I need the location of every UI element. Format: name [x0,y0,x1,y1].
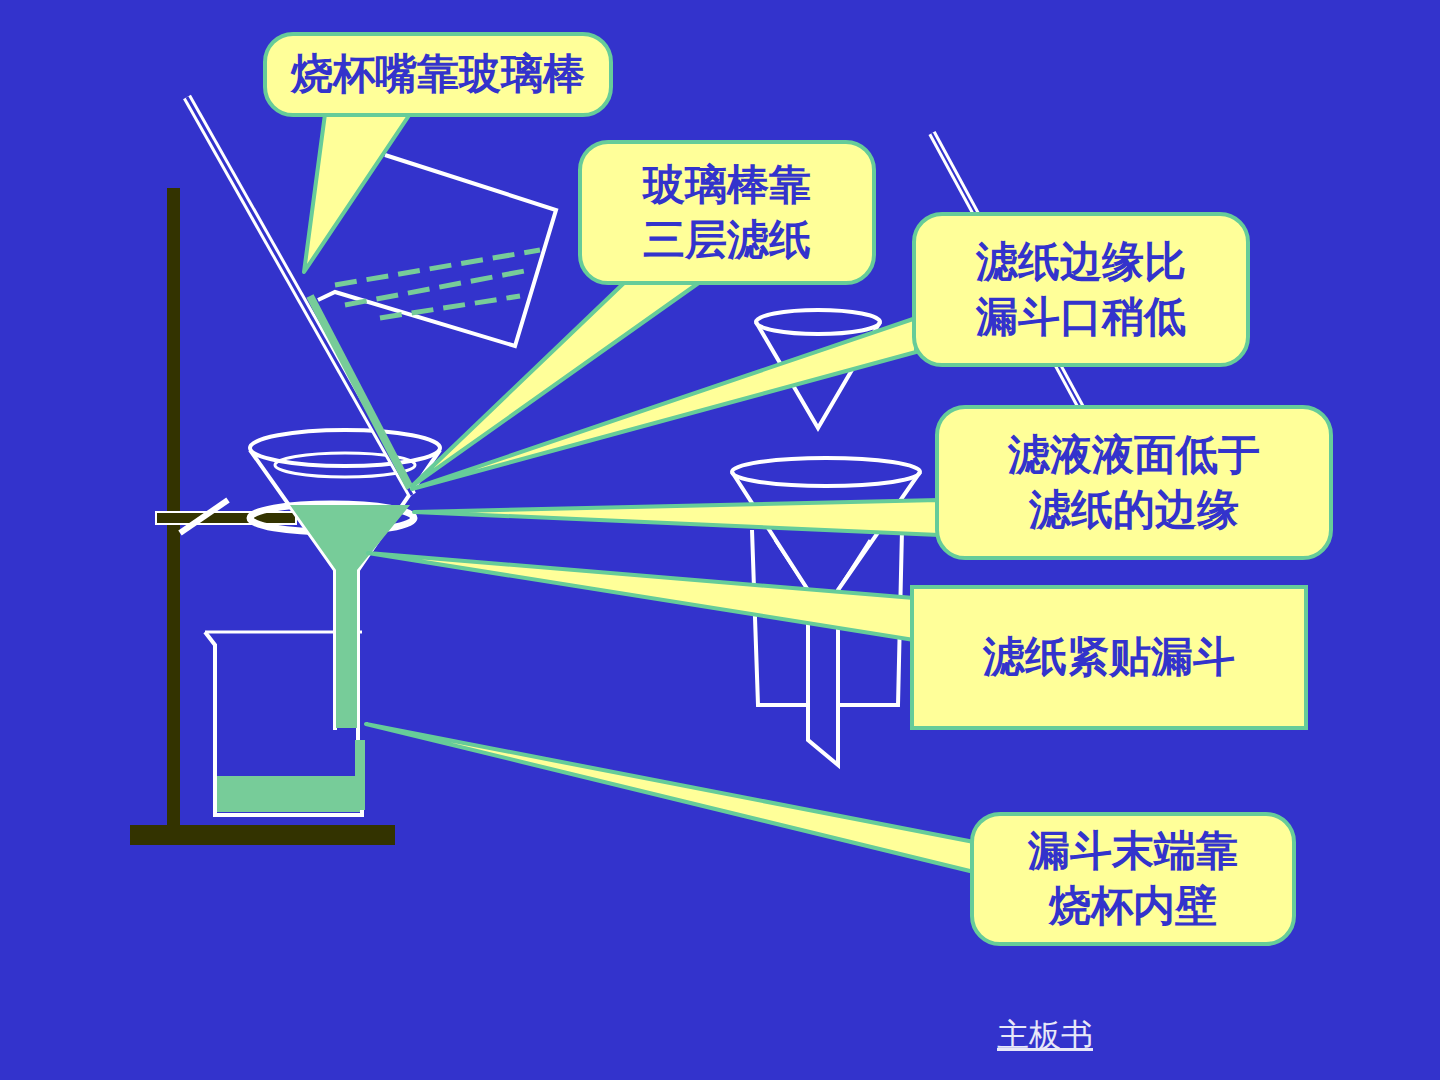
funnel-2-rim [732,458,920,486]
callout-box: 滤纸紧贴漏斗 [910,585,1308,730]
clamp-arm [156,512,296,524]
callout-content: 滤纸边缘比 漏斗口稍低 [968,235,1195,344]
filtrate [217,776,360,812]
folded-paper-rim [756,310,880,334]
beaker-liquid [335,250,540,318]
callout-content: 滤纸紧贴漏斗 [983,630,1235,685]
callout-text: 烧杯嘴靠玻璃棒 [291,47,585,102]
glass-rod [187,97,412,495]
callout-box: 滤纸边缘比 漏斗口稍低 [912,212,1250,367]
liquid-in-funnel [290,505,410,728]
callout-text: 滤纸紧贴漏斗 [983,630,1235,685]
callout-content: 滤液液面低于 滤纸的边缘 [1000,428,1269,537]
callout-text: 滤液液面低于 滤纸的边缘 [1000,428,1269,537]
liquid-on-rod [310,296,410,488]
callout-content: 漏斗末端靠 烧杯内壁 [1020,824,1247,933]
glass-rod-inner [187,97,412,495]
callout-text: 漏斗末端靠 烧杯内壁 [1020,824,1247,933]
callout-content: 玻璃棒靠 三层滤纸 [635,158,820,267]
stream [355,740,365,810]
clamp-screw [180,500,228,533]
callout-text: 滤纸边缘比 漏斗口稍低 [968,235,1195,344]
callout-content: 烧杯嘴靠玻璃棒 [291,47,585,102]
callout-box: 烧杯嘴靠玻璃棒 [263,32,613,117]
callout-text: 玻璃棒靠 三层滤纸 [635,158,820,267]
callout-box: 玻璃棒靠 三层滤纸 [578,140,876,285]
funnel-2-paper [775,540,870,590]
callout-box: 漏斗末端靠 烧杯内壁 [970,812,1296,946]
leader-wedges [304,114,974,872]
callout-box: 滤液液面低于 滤纸的边缘 [935,405,1333,560]
stand-base [130,825,395,845]
link-label: 主板书 [997,1014,1093,1058]
